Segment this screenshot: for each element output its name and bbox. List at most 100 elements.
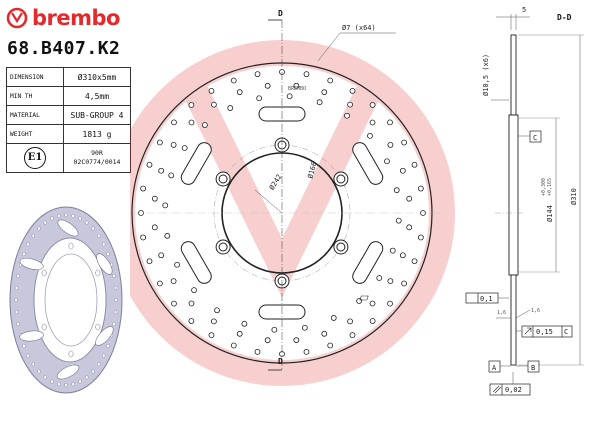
photo-drill-hole bbox=[16, 321, 20, 326]
photo-drill-hole bbox=[71, 382, 75, 387]
drill-hole bbox=[321, 330, 328, 337]
drill-hole bbox=[168, 172, 175, 179]
cert-mark-cell: E1 bbox=[6, 143, 64, 173]
spec-row-min-thickness: MIN TH 4,5mm bbox=[6, 86, 131, 106]
spec-row-weight: WEIGHT 1813 g bbox=[6, 124, 131, 144]
photo-mount-hole bbox=[41, 269, 47, 277]
photo-drill-hole bbox=[113, 285, 118, 290]
drill-hole bbox=[171, 119, 177, 126]
drill-hole bbox=[156, 139, 163, 146]
drill-hole bbox=[236, 330, 243, 337]
drill-hole bbox=[411, 258, 418, 265]
drill-hole bbox=[181, 145, 188, 151]
photo-drill-hole bbox=[112, 321, 116, 326]
drill-hole bbox=[158, 252, 165, 259]
photo-drill-hole bbox=[37, 226, 41, 231]
datum-b-label: B bbox=[531, 364, 535, 372]
runout-frame bbox=[521, 325, 573, 338]
datum-a-label: A bbox=[492, 364, 497, 372]
slot-outline bbox=[352, 241, 384, 284]
photo-drill-hole bbox=[97, 233, 101, 238]
drill-hole bbox=[158, 167, 165, 174]
spec-label: MIN TH bbox=[6, 86, 64, 106]
drill-hole bbox=[264, 82, 271, 89]
section-marker-bottom: D bbox=[278, 357, 283, 366]
drill-hole bbox=[162, 202, 169, 209]
drill-hole bbox=[156, 280, 163, 287]
drill-hole bbox=[347, 101, 354, 108]
datum-c-label: C bbox=[533, 134, 537, 142]
cert-code-cell: 90R 02C0774/0014 bbox=[63, 143, 131, 173]
drill-hole bbox=[347, 318, 354, 325]
photo-drill-hole bbox=[85, 375, 89, 380]
disc-section-hub bbox=[508, 114, 519, 276]
drill-hole bbox=[369, 318, 376, 324]
spec-table: DIMENSION Ø310x5mm MIN TH 4,5mm MATERIAL… bbox=[6, 67, 131, 173]
photo-drill-hole bbox=[102, 242, 106, 247]
inner-diameter-label: Ø144 bbox=[546, 205, 554, 222]
parallel-frame bbox=[489, 383, 531, 396]
photo-mount-hole bbox=[68, 242, 74, 250]
drill-hole bbox=[254, 71, 261, 78]
disc-side-view: D-D 5 Ø310 Ø144 +0,300 +0,165 Ø10,5 (x6)… bbox=[359, 6, 584, 396]
disc-section-lower bbox=[510, 274, 517, 366]
drill-hole bbox=[146, 161, 153, 168]
spec-value: 1813 g bbox=[63, 124, 131, 144]
drill-hole bbox=[303, 71, 310, 78]
photo-drill-hole bbox=[14, 310, 19, 315]
photo-drill-hole bbox=[91, 226, 95, 231]
drill-hole bbox=[236, 89, 243, 96]
drill-hole bbox=[399, 252, 406, 259]
drill-hole bbox=[254, 348, 261, 355]
photo-drill-hole bbox=[26, 353, 30, 358]
spec-label: DIMENSION bbox=[6, 67, 64, 87]
cert-code-line2: 02C0774/0014 bbox=[73, 158, 121, 166]
thickness-label: 5 bbox=[522, 6, 526, 14]
disc-slot bbox=[180, 142, 212, 185]
photo-drill-hole bbox=[106, 252, 110, 257]
drill-hole bbox=[389, 247, 396, 254]
drill-hole bbox=[411, 161, 418, 168]
parallel-value: 0,02 bbox=[505, 386, 522, 394]
brand-logo: brembo bbox=[6, 6, 120, 30]
photo-slot bbox=[57, 219, 79, 237]
step-label-left: 1,6 bbox=[497, 310, 506, 316]
runout-value: 0,15 bbox=[536, 328, 553, 336]
drill-hole bbox=[387, 300, 393, 307]
flatness-value: 0,1 bbox=[480, 295, 493, 303]
drill-hole bbox=[417, 234, 424, 241]
photo-drill-hole bbox=[102, 353, 106, 358]
spec-row-dimension: DIMENSION Ø310x5mm bbox=[6, 67, 131, 87]
drill-hole bbox=[399, 167, 406, 174]
photo-drill-hole bbox=[14, 285, 19, 290]
drill-hole bbox=[286, 93, 293, 100]
photo-drill-hole bbox=[114, 297, 118, 302]
drill-hole bbox=[395, 217, 402, 224]
drill-hole bbox=[140, 234, 147, 241]
photo-mount-hole bbox=[68, 350, 74, 358]
drill-hole bbox=[387, 119, 393, 126]
photo-drill-hole bbox=[43, 220, 47, 225]
drill-hole bbox=[146, 258, 153, 265]
drill-hole bbox=[170, 141, 177, 148]
drill-hole bbox=[406, 195, 413, 202]
drill-hole bbox=[171, 300, 177, 307]
photo-slot bbox=[96, 253, 113, 275]
drill-hole bbox=[210, 318, 217, 325]
drill-hole bbox=[356, 298, 363, 304]
photo-mount-hole bbox=[41, 323, 47, 331]
drill-hole bbox=[188, 318, 195, 324]
drill-hole bbox=[321, 89, 328, 96]
disc-slot bbox=[352, 241, 384, 284]
e1-cert-mark: E1 bbox=[24, 147, 46, 169]
drill-hole bbox=[188, 300, 195, 307]
mount-hole-inner bbox=[218, 174, 228, 184]
photo-drill-hole bbox=[112, 274, 116, 279]
spec-value: Ø310x5mm bbox=[63, 67, 131, 87]
photo-slot bbox=[56, 364, 80, 380]
outer-diameter-label: Ø310 bbox=[570, 188, 578, 205]
disc-slot bbox=[352, 142, 384, 185]
section-marker-top: D bbox=[278, 9, 283, 18]
drill-hole bbox=[401, 139, 408, 146]
drill-hole bbox=[301, 324, 308, 331]
